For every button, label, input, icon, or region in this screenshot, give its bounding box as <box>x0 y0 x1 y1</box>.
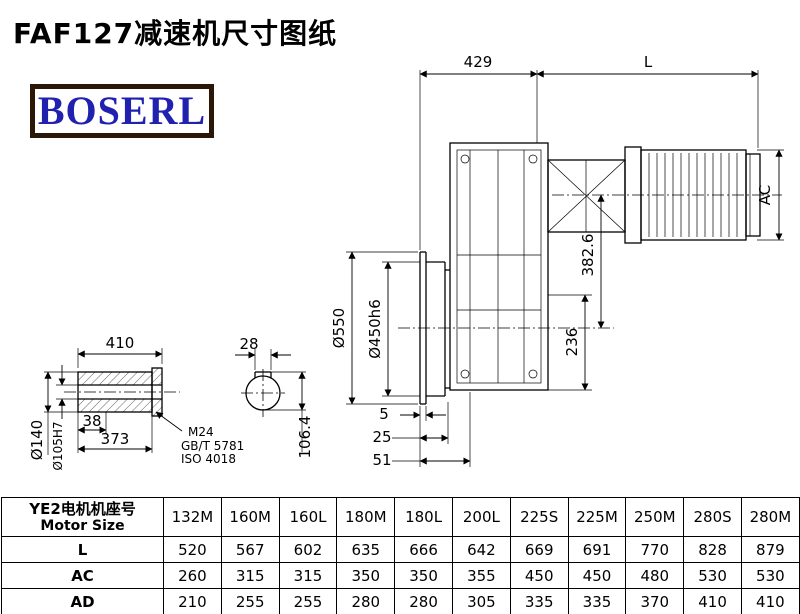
dim-5: 5 <box>379 405 389 423</box>
detail-140: Ø140 <box>28 420 46 460</box>
page-title: FAF127减速机尺寸图纸 <box>13 17 338 50</box>
table-cell: 255 <box>278 588 338 614</box>
table-cell: 530 <box>740 562 800 589</box>
bolt-icon <box>460 369 470 379</box>
table-cell: 828 <box>683 536 742 563</box>
table-cell: 280 <box>336 588 396 614</box>
table-cell: 315 <box>220 562 280 589</box>
table-cell: 335 <box>567 588 627 614</box>
column-header-180m: 180M <box>336 497 396 537</box>
column-header-200l: 200L <box>451 497 511 537</box>
table-cell: 410 <box>740 588 800 614</box>
detail-28: 28 <box>239 335 258 353</box>
dim-550: Ø550 <box>330 308 348 348</box>
row-label-ad: AD <box>1 588 164 614</box>
row-label-l: L <box>1 536 164 563</box>
table-cell: 642 <box>451 536 511 563</box>
motor-size-table: YE2电机机座号 Motor Size 132M 160M 160L 180M … <box>1 497 800 614</box>
table-cell: 480 <box>625 562 685 589</box>
table-cell: 355 <box>451 562 511 589</box>
table-cell: 770 <box>625 536 685 563</box>
detail-410: 410 <box>106 334 135 352</box>
table-cell: 602 <box>278 536 338 563</box>
dim-429: 429 <box>464 53 493 71</box>
note-iso-4018: ISO 4018 <box>181 452 236 466</box>
shaft-detail-dimension-lines <box>44 350 183 453</box>
table-cell: 350 <box>394 562 453 589</box>
table-cell: 669 <box>509 536 569 563</box>
table-header-motor-size: YE2电机机座号 Motor Size <box>1 497 164 537</box>
table-cell: 450 <box>509 562 569 589</box>
table-row-ac: AC 260 315 315 350 350 355 450 450 480 5… <box>1 562 800 589</box>
note-m24: M24 <box>188 425 214 439</box>
column-header-132m: 132M <box>163 497 222 537</box>
gearbox-housing <box>449 142 549 391</box>
table-header-cn: YE2电机机座号 <box>29 499 136 518</box>
bolt-icon <box>528 369 538 379</box>
column-header-225m: 225M <box>567 497 627 537</box>
table-cell: 255 <box>220 588 280 614</box>
detail-373: 373 <box>101 430 130 448</box>
column-header-280m: 280M <box>740 497 800 537</box>
table-cell: 350 <box>336 562 396 589</box>
bolt-icon <box>460 154 470 164</box>
table-cell: 210 <box>163 588 222 614</box>
table-row-ad: AD 210 255 255 280 280 305 335 335 370 4… <box>1 588 800 614</box>
table-cell: 315 <box>278 562 338 589</box>
table-cell: 567 <box>220 536 280 563</box>
dim-450h6: Ø450h6 <box>366 299 384 359</box>
table-cell: 370 <box>625 588 685 614</box>
table-header-row: YE2电机机座号 Motor Size 132M 160M 160L 180M … <box>1 497 800 537</box>
dim-236: 236 <box>563 328 581 357</box>
table-cell: 335 <box>509 588 569 614</box>
row-label-ac: AC <box>1 562 164 589</box>
shaft-cross-section <box>235 349 306 452</box>
table-cell: 530 <box>683 562 742 589</box>
column-header-225s: 225S <box>509 497 569 537</box>
table-cell: 520 <box>163 536 222 563</box>
table-row-l: L 520 567 602 635 666 642 669 691 770 82… <box>1 536 800 563</box>
dim-L: L <box>644 53 653 71</box>
detail-106-4: 106.4 <box>296 416 314 459</box>
shaft-detail <box>64 367 180 417</box>
column-header-280s: 280S <box>683 497 742 537</box>
boserl-logo: BOSERL <box>30 84 214 138</box>
column-header-250m: 250M <box>625 497 685 537</box>
bolt-icon <box>528 154 538 164</box>
column-header-160l: 160L <box>278 497 338 537</box>
dim-51: 51 <box>372 451 391 469</box>
extension-lines <box>346 70 784 467</box>
dimension-lines <box>348 70 783 465</box>
table-cell: 450 <box>567 562 627 589</box>
note-gbt-5781: GB/T 5781 <box>181 439 244 453</box>
table-cell: 691 <box>567 536 627 563</box>
column-header-160m: 160M <box>220 497 280 537</box>
motor-adapter <box>547 159 626 233</box>
table-cell: 260 <box>163 562 222 589</box>
table-header-en: Motor Size <box>40 518 125 535</box>
table-cell: 879 <box>740 536 800 563</box>
dim-25: 25 <box>372 428 391 446</box>
table-cell: 635 <box>336 536 396 563</box>
table-cell: 666 <box>394 536 453 563</box>
dim-382-6: 382.6 <box>579 234 597 277</box>
detail-38: 38 <box>82 412 101 430</box>
dim-AC: AC <box>756 185 774 205</box>
boserl-logo-text: BOSERL <box>37 88 207 133</box>
column-header-180l: 180L <box>394 497 453 537</box>
table-cell: 305 <box>451 588 511 614</box>
table-cell: 410 <box>683 588 742 614</box>
detail-105h7: Ø105H7 <box>51 421 65 470</box>
table-cell: 280 <box>394 588 453 614</box>
centerlines <box>398 194 782 329</box>
